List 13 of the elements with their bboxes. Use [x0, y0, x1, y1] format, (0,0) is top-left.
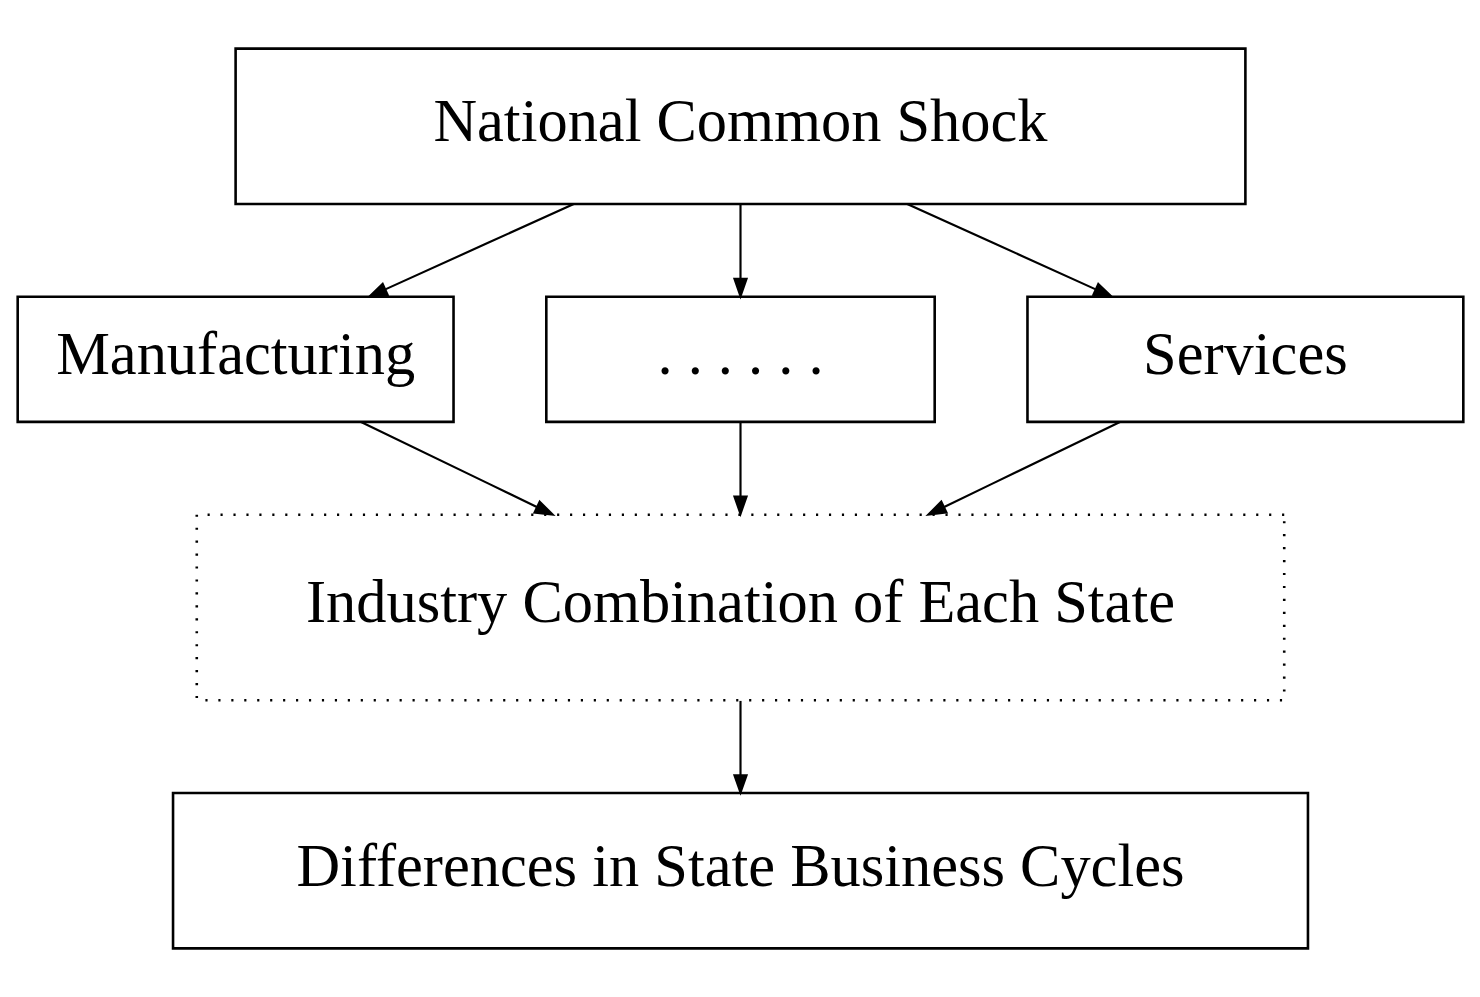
arrow: [732, 204, 748, 300]
node-box: . . . . . .: [544, 295, 936, 424]
node-box: Differences in State Business Cycles: [171, 791, 1309, 950]
arrow: [365, 203, 574, 298]
node-box: Manufacturing: [15, 295, 455, 424]
arrow: [732, 422, 748, 518]
node-box: Industry Combination of Each State: [194, 513, 1286, 702]
arrow: [732, 700, 748, 796]
node-box: Services: [1025, 295, 1465, 424]
node-box: National Common Shock: [233, 47, 1247, 206]
arrow: [360, 421, 556, 517]
arrow: [924, 421, 1120, 517]
arrow: [906, 203, 1115, 298]
